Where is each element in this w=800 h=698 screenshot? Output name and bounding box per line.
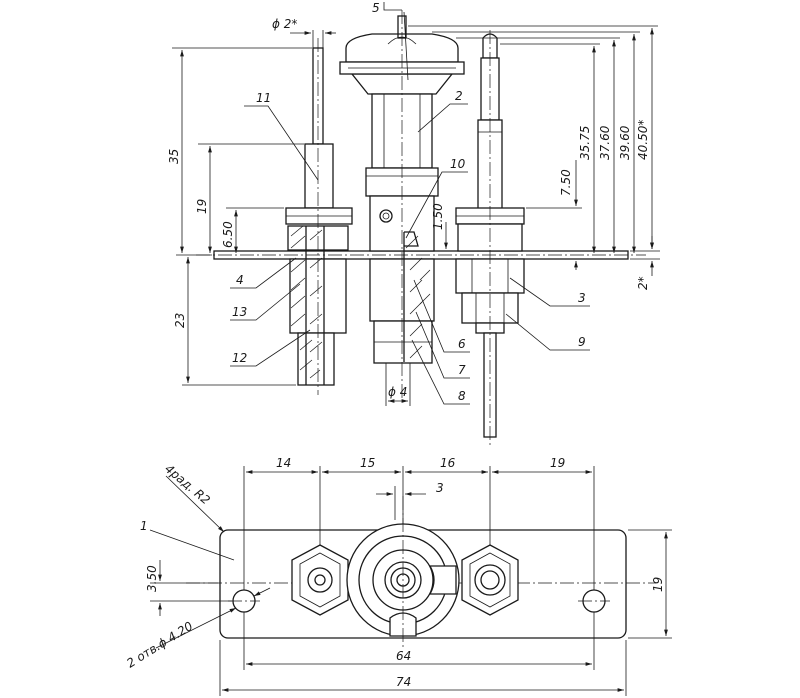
dim-74: 74 <box>396 675 411 689</box>
dim-350: 3.50 <box>145 565 159 592</box>
callouts: 11 5 2 10 4 13 12 6 7 8 3 9 <box>230 1 590 405</box>
dim-23: 23 <box>173 313 187 328</box>
dim-19-top: 19 <box>550 456 565 470</box>
dim-14: 14 <box>276 456 291 470</box>
dim-3575: 35.75 <box>578 126 592 160</box>
dim-holes: 2 отв.ϕ 4.20 <box>124 619 195 671</box>
dim-3960: 39.60 <box>618 125 632 160</box>
valve-top <box>346 496 460 650</box>
dim-dia-4: ϕ 4 <box>388 385 407 399</box>
callout-10: 10 <box>450 157 466 171</box>
thermocouple-assembly <box>285 38 353 395</box>
dim-4050: 40.50* <box>636 120 650 160</box>
dim-3760: 37.60 <box>598 125 612 160</box>
spark-plug-assembly <box>455 30 525 446</box>
callout-5: 5 <box>372 1 380 15</box>
dim-750: 7.50 <box>559 169 573 196</box>
callout-1: 1 <box>140 519 148 533</box>
callout-8: 8 <box>458 389 466 403</box>
dim-dia-2: ϕ 2* <box>272 17 297 31</box>
callout-13: 13 <box>232 305 247 319</box>
callout-4: 4 <box>236 273 244 287</box>
dim-64: 64 <box>396 649 411 663</box>
dim-2: 2* <box>636 276 650 290</box>
hex-nut-left <box>291 544 349 616</box>
dim-corner-radius: 4рад. R2 <box>162 462 213 508</box>
dim-35: 35 <box>167 149 181 164</box>
callout-6: 6 <box>458 337 466 351</box>
callout-3: 3 <box>578 291 586 305</box>
front-view: ϕ 2* 35 19 6.50 23 ϕ 4 7.50 1.50 <box>167 1 660 446</box>
dim-19-side: 19 <box>651 577 665 592</box>
callout-12: 12 <box>232 351 247 365</box>
callout-7: 7 <box>458 363 466 377</box>
valve-assembly <box>339 10 465 398</box>
hatch-center-section <box>405 235 431 359</box>
callout-9: 9 <box>578 335 586 349</box>
dim-150: 1.50 <box>431 203 445 230</box>
front-dimensions: ϕ 2* 35 19 6.50 23 ϕ 4 7.50 1.50 <box>167 17 660 406</box>
top-dimensions: 14 15 16 19 3 3.50 19 64 <box>145 456 672 696</box>
dim-650: 6.50 <box>221 221 235 248</box>
callout-2: 2 <box>455 89 463 103</box>
dim-3: 3 <box>436 481 444 495</box>
dim-15: 15 <box>360 456 375 470</box>
hex-nut-right <box>461 544 519 616</box>
top-view: 14 15 16 19 3 3.50 19 64 <box>124 456 672 696</box>
dim-19: 19 <box>195 199 209 214</box>
dim-16: 16 <box>440 456 456 470</box>
callout-11: 11 <box>256 91 271 105</box>
